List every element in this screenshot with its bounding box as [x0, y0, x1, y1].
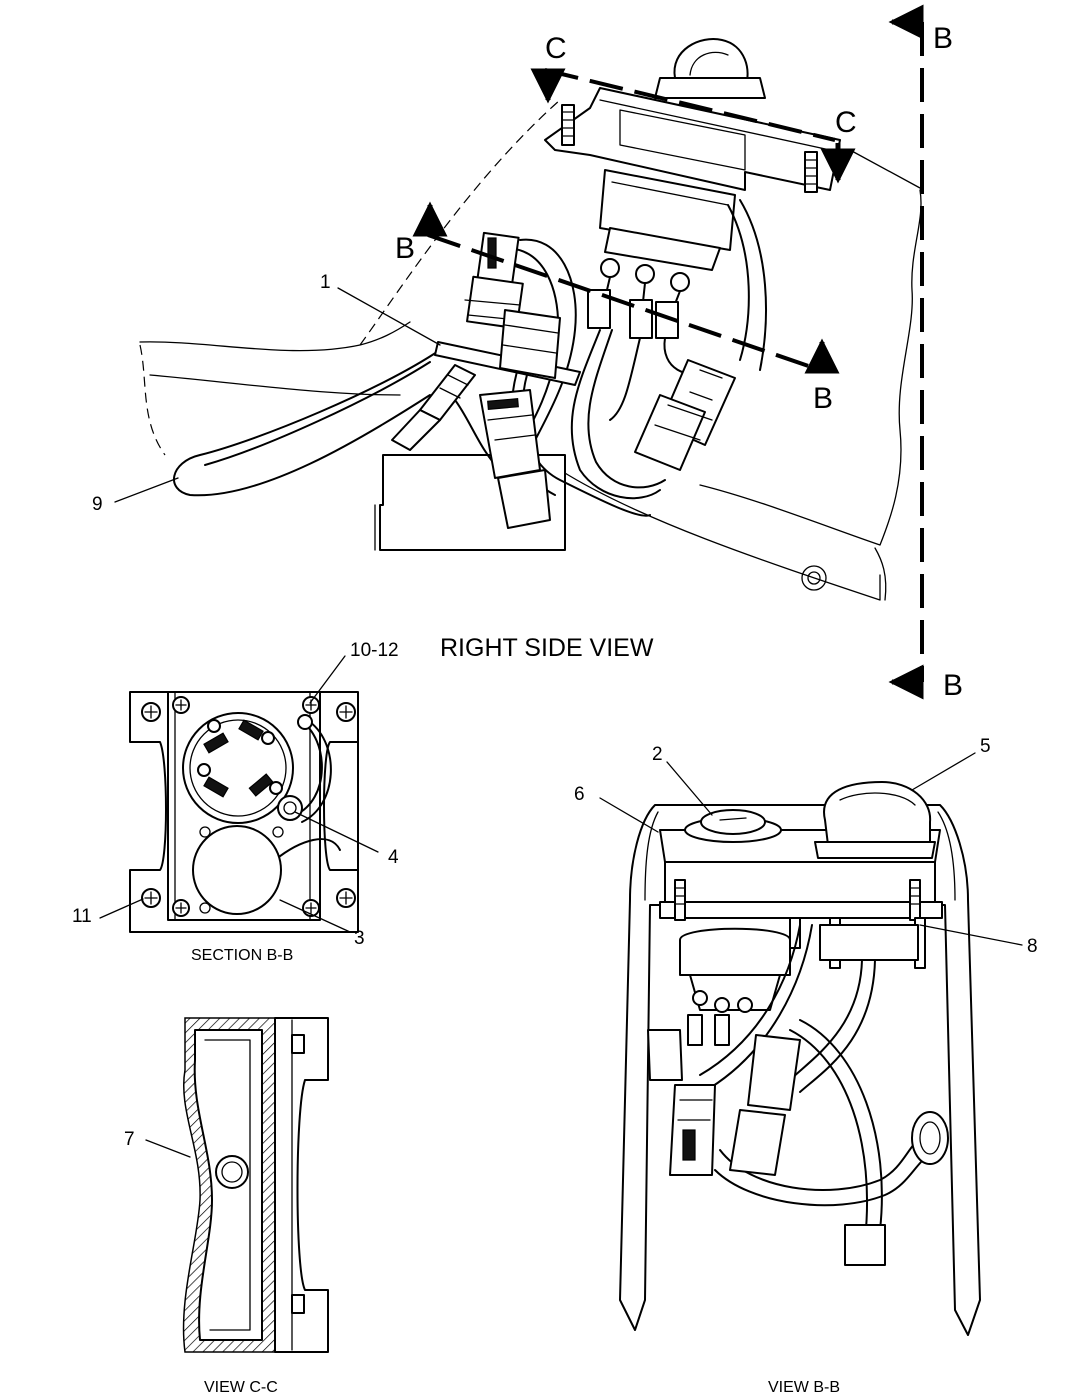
plate-ridge: [599, 99, 831, 151]
harness-grommet: [911, 1111, 949, 1165]
shell-inner-edge: [204, 1039, 251, 1331]
terminals: [687, 990, 753, 1046]
grommet-item-4-inner: [283, 801, 297, 815]
connector-right: [634, 359, 736, 471]
terminal-block: [604, 227, 721, 271]
panel-edge: [149, 374, 401, 396]
marker-b-left: B: [395, 232, 415, 265]
knob-detail: [689, 51, 729, 76]
key-switch: [700, 809, 766, 835]
leader-6: [599, 797, 659, 833]
callout-9: 9: [92, 494, 103, 515]
leader-4: [294, 811, 379, 853]
mounting-plate: [659, 901, 943, 919]
console-housing: [619, 804, 981, 1336]
mount-boss: [215, 1155, 249, 1189]
callout-11: 11: [72, 906, 92, 927]
panel-outline: [139, 321, 411, 352]
stud-top: [291, 1034, 305, 1054]
stud-bottom: [291, 1294, 305, 1314]
stud-right: [804, 151, 818, 193]
leader-10-12: [309, 655, 346, 704]
console-edge-lower: [559, 469, 881, 601]
caption-view-cc: VIEW C-C: [204, 1379, 278, 1396]
marker-c-right: C: [835, 106, 857, 139]
view-bb: 2 5 6 8 VIEW B-B: [574, 736, 1038, 1396]
knob-ridge: [839, 792, 916, 806]
connectors: [647, 1029, 886, 1266]
callout-6: 6: [574, 784, 585, 805]
stud-threads: [561, 111, 575, 137]
stud-left: [561, 104, 575, 146]
section-bb-view: 10-12 4 3 11 SECTION B-B: [72, 640, 399, 964]
housing-inner-edge: [937, 811, 956, 901]
section-line-bb: [427, 233, 821, 372]
leader-11: [99, 898, 144, 919]
section-line-cc: [544, 68, 836, 142]
marker-b-top: B: [933, 22, 953, 55]
callout-7: 7: [124, 1129, 135, 1150]
marker-c-left: C: [545, 32, 567, 65]
leader-9: [114, 477, 179, 503]
grommet: [499, 309, 561, 379]
bolt-hole: [801, 565, 827, 591]
switch-body: [679, 927, 791, 976]
switch-rear-inner: [189, 719, 287, 817]
leader-8: [919, 924, 1023, 946]
wire: [274, 838, 341, 861]
grommet-item-4: [277, 795, 303, 821]
console-frame-right-cut: [323, 741, 359, 871]
knob-switch-body: [819, 924, 919, 961]
callout-1: 1: [320, 272, 331, 293]
bolt-hole-inner: [807, 571, 821, 585]
callout-5: 5: [980, 736, 991, 757]
rotary-knob: [823, 781, 932, 846]
connector-left: [391, 364, 476, 451]
terminals: [587, 258, 690, 339]
wire-grommet: [297, 714, 313, 730]
console-top-edge: [849, 149, 921, 189]
marker-b-right: B: [813, 382, 833, 415]
wire-loop: [301, 721, 332, 823]
console-corner: [874, 547, 887, 601]
mounting-plate: [544, 87, 841, 191]
panel-body: [664, 861, 936, 903]
mount-boss-inner: [221, 1161, 243, 1183]
grommet-rings: [502, 324, 559, 354]
switch-body-line: [611, 181, 729, 206]
callout-3: 3: [354, 928, 365, 949]
stud-threads: [804, 159, 818, 185]
leader-7: [145, 1139, 191, 1158]
leader-2: [666, 761, 713, 816]
plate-pocket: [619, 109, 746, 171]
callout-10-12: 10-12: [350, 640, 399, 661]
knob-base: [654, 77, 766, 99]
housing-inner-edge: [644, 811, 659, 901]
right-side-view: C C B B B B 1 9 RIGHT SIDE VIEW: [92, 4, 963, 702]
knob-base: [814, 841, 936, 859]
key-slot: [719, 817, 747, 821]
caption-section-bb: SECTION B-B: [191, 947, 293, 964]
callout-4: 4: [388, 847, 399, 868]
connector-middle: [479, 389, 551, 529]
side-bracket: [274, 1017, 329, 1353]
leader-5: [911, 752, 976, 791]
harness-grommet-inner: [919, 1121, 941, 1155]
phantom-line: [359, 99, 561, 346]
panel-break-line: [139, 344, 166, 456]
key-switch-rear: [192, 825, 282, 915]
marker-b-bottom: B: [943, 669, 963, 702]
caption-view-bb: VIEW B-B: [768, 1379, 840, 1396]
callout-2: 2: [652, 744, 663, 765]
leader-1: [337, 287, 441, 346]
switch-body: [599, 169, 736, 251]
rear-terminals: [197, 719, 283, 798]
console-edge: [699, 189, 922, 546]
view-cc: 7 VIEW C-C: [124, 1017, 329, 1396]
leader-3: [279, 899, 351, 933]
callout-8: 8: [1027, 936, 1038, 957]
switch-knob: [673, 38, 749, 89]
title-right-side-view: RIGHT SIDE VIEW: [440, 634, 654, 662]
